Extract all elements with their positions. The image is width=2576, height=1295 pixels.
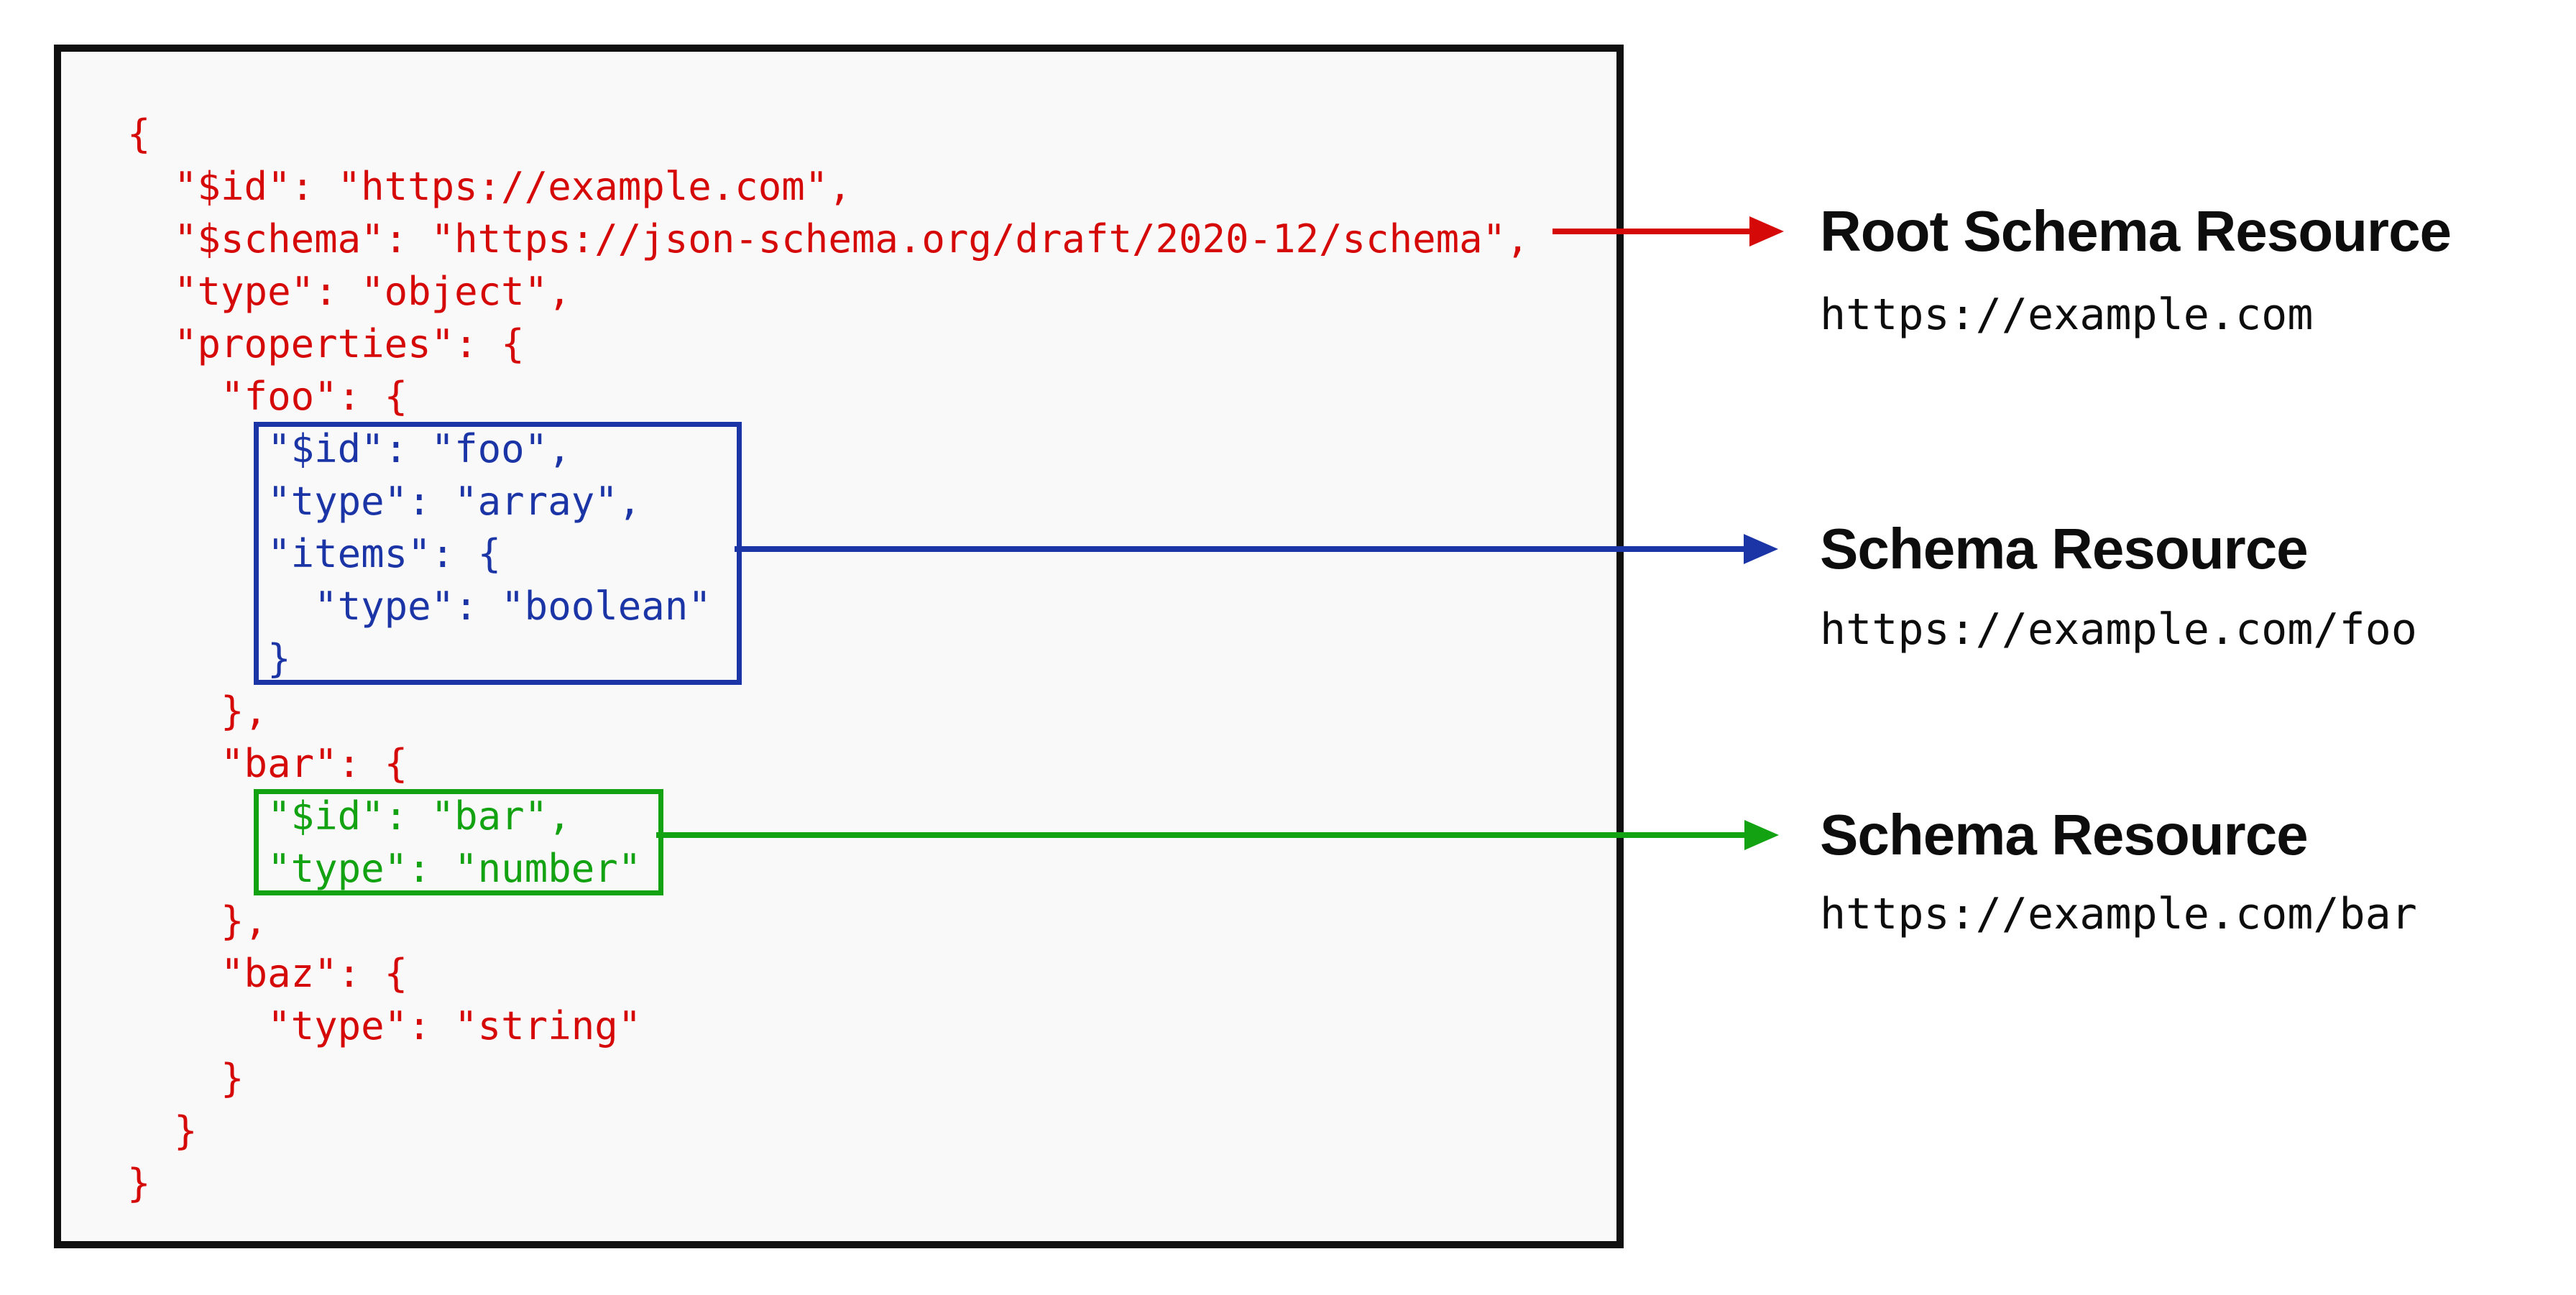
code-line: "$id": "https://example.com", (127, 164, 852, 209)
bar-schema-resource-url: https://example.com/bar (1820, 889, 2417, 939)
root-schema-resource-url: https://example.com (1820, 290, 2314, 340)
code-line: "type": "array", (127, 479, 642, 524)
code-line: "$id": "foo", (127, 426, 571, 471)
arrow-shaft (1552, 229, 1749, 234)
arrow-shaft (656, 832, 1744, 838)
code-line: "bar": { (127, 741, 408, 786)
foo-schema-resource-arrow (735, 533, 1778, 565)
code-line: "baz": { (127, 951, 408, 996)
root-schema-resource-title: Root Schema Resource (1820, 199, 2452, 263)
code-line: "type": "number" (127, 846, 642, 891)
code-line: }, (127, 898, 268, 944)
bar-schema-resource-outline (254, 789, 663, 895)
root-schema-resource-arrow (1552, 216, 1784, 247)
foo-schema-resource-outline (254, 422, 742, 685)
foo-schema-resource-url: https://example.com/foo (1820, 604, 2417, 655)
code-line: "$schema": "https://json-schema.org/draf… (127, 216, 1530, 262)
code-line: }, (127, 688, 268, 734)
bar-schema-resource-arrow (656, 819, 1779, 851)
code-line: } (127, 1108, 198, 1153)
code-line: } (127, 636, 291, 681)
arrowhead-icon (1744, 534, 1778, 564)
code-line: "items": { (127, 531, 502, 576)
code-line: "properties": { (127, 321, 525, 367)
arrowhead-icon (1744, 820, 1779, 850)
code-line: "$id": "bar", (127, 793, 571, 839)
arrow-shaft (735, 546, 1744, 552)
schema-document-box: { "$id": "https://example.com", "$schema… (54, 45, 1624, 1248)
code-line: "foo": { (127, 374, 408, 419)
code-line: "type": "object", (127, 269, 571, 314)
foo-schema-resource-title: Schema Resource (1820, 517, 2309, 581)
code-line: } (127, 1056, 244, 1101)
code-line: } (127, 1161, 151, 1206)
code-line: "type": "string" (127, 1003, 642, 1049)
code-line: "type": "boolean" (127, 584, 712, 629)
bar-schema-resource-title: Schema Resource (1820, 803, 2309, 867)
code-line: { (127, 111, 151, 157)
arrowhead-icon (1749, 216, 1784, 246)
json-schema-code: { "$id": "https://example.com", "$schema… (127, 108, 1530, 1209)
